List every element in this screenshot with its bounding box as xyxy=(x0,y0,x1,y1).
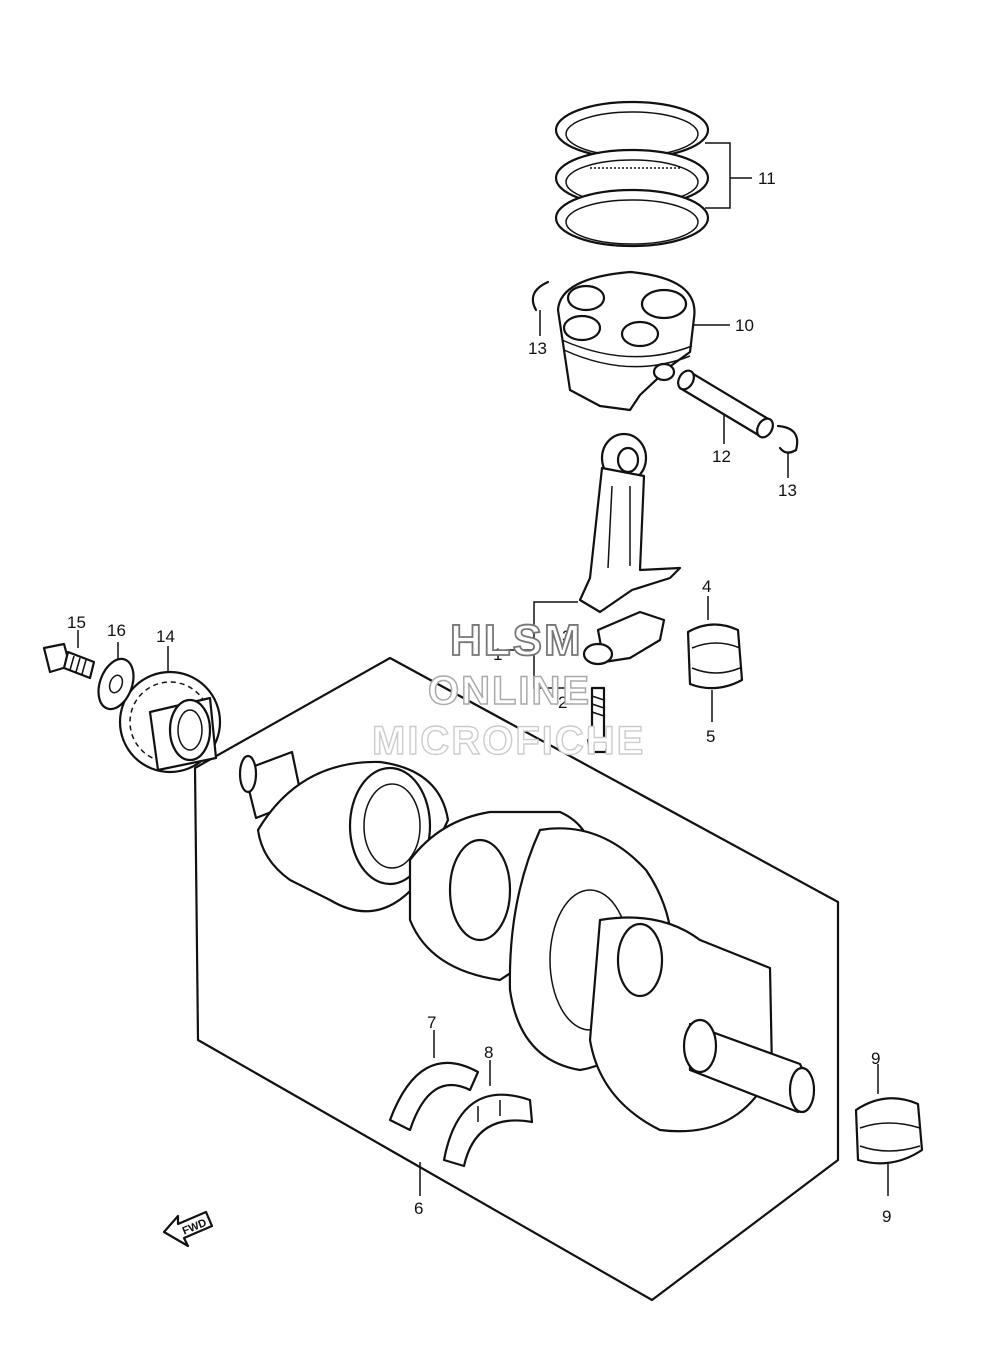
callout-3: 3 xyxy=(562,627,571,646)
watermark-line2: ONLINE xyxy=(428,669,591,713)
callout-10: 10 xyxy=(735,316,754,335)
callout-16: 16 xyxy=(107,621,126,640)
callout-4: 4 xyxy=(702,577,711,596)
circlip-right xyxy=(776,424,799,454)
thrust-washer-7 xyxy=(388,1061,480,1132)
callout-9b: 9 xyxy=(882,1207,891,1226)
rod-bolt xyxy=(586,686,610,754)
gear-bolt xyxy=(42,642,96,680)
connecting-rod xyxy=(578,432,682,666)
callout-1: 1 xyxy=(493,645,502,664)
circlip-left xyxy=(531,280,550,312)
callout-14: 14 xyxy=(156,627,175,646)
thrust-washer-8 xyxy=(442,1093,534,1168)
main-bearing xyxy=(854,1097,924,1165)
callout-15: 15 xyxy=(67,613,86,632)
callout-7: 7 xyxy=(427,1013,436,1032)
crankshaft xyxy=(238,750,816,1133)
callout-11: 11 xyxy=(758,169,776,188)
callout-13b: 13 xyxy=(778,481,797,500)
forward-arrow-icon: FWD xyxy=(162,1210,214,1248)
piston-pin xyxy=(677,369,774,439)
piston-rings xyxy=(554,100,710,248)
callout-5: 5 xyxy=(706,727,715,746)
watermark-line3: MICROFICHE xyxy=(372,719,645,763)
callout-13a: 13 xyxy=(528,339,547,358)
callout-12: 12 xyxy=(712,447,731,466)
callout-8: 8 xyxy=(484,1043,493,1062)
callout-6: 6 xyxy=(414,1199,423,1218)
washer xyxy=(97,657,135,711)
conrod-bearing xyxy=(686,623,744,690)
callout-2: 2 xyxy=(558,693,567,712)
watermark-line1: HLSM xyxy=(450,616,583,665)
crank-gear xyxy=(118,670,222,774)
watermark: HLSM ONLINE MICROFICHE xyxy=(371,615,645,764)
piston xyxy=(556,270,696,412)
callout-9a: 9 xyxy=(871,1049,880,1068)
